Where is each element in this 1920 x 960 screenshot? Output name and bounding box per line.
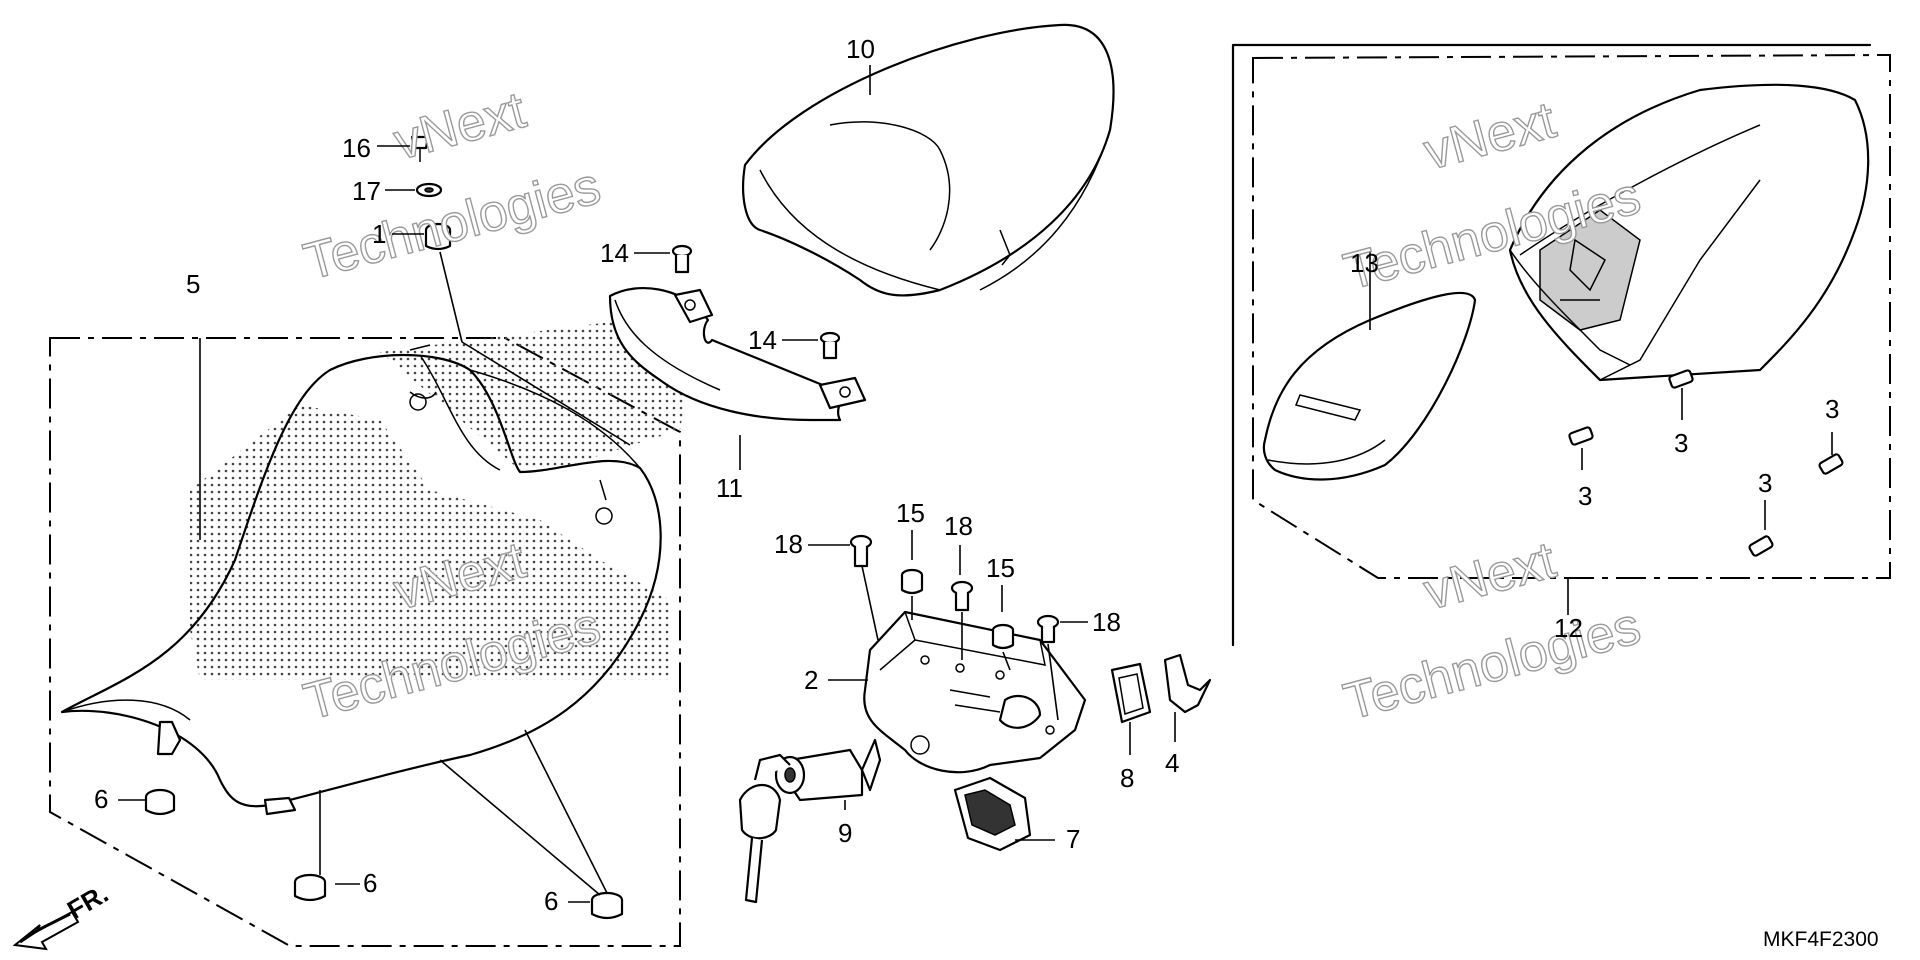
callout-17: 17	[352, 176, 381, 206]
watermark-line8: Technologies	[1338, 597, 1646, 732]
rubber-cushion-6a	[144, 788, 176, 816]
watermark-line7: vNext	[1418, 531, 1562, 622]
callout-15b: 15	[986, 553, 1015, 583]
callout-13: 13	[1350, 248, 1379, 278]
rubber-cushion-6b	[293, 873, 327, 902]
front-direction-indicator: FR.	[12, 878, 113, 951]
callout-6b: 6	[363, 868, 377, 898]
rear-seat-cowl	[742, 23, 1115, 297]
bolt-18c	[1036, 614, 1060, 644]
bolt-18a	[849, 534, 873, 568]
rubber-3c	[1818, 453, 1844, 475]
rubber-3b	[1568, 426, 1594, 446]
callout-5: 5	[186, 269, 200, 299]
callout-3d: 3	[1758, 468, 1772, 498]
callout-15a: 15	[896, 498, 925, 528]
callout-9: 9	[838, 818, 852, 848]
watermark-line5: vNext	[1418, 91, 1562, 182]
callout-3b: 3	[1674, 428, 1688, 458]
front-arrow-icon	[12, 910, 80, 951]
callout-10: 10	[846, 34, 875, 64]
kit-frame	[1231, 43, 1872, 647]
collar-15a	[900, 568, 924, 595]
callout-3a: 3	[1578, 481, 1592, 511]
gasket-8	[1110, 662, 1152, 755]
bolt-14a	[671, 244, 693, 274]
seat-latch-7	[953, 776, 1055, 852]
seat-lock-group	[738, 534, 1212, 904]
callout-14a: 14	[600, 238, 629, 268]
under-seat-panel	[380, 322, 690, 470]
honda-logo-print	[190, 405, 670, 680]
callout-4: 4	[1165, 748, 1179, 778]
callout-1: 1	[372, 219, 386, 249]
callout-11: 11	[716, 473, 743, 503]
seat-pad-13	[1262, 291, 1477, 481]
callout-16: 16	[342, 133, 371, 163]
callout-8: 8	[1120, 763, 1134, 793]
rubber-3d	[1748, 535, 1774, 557]
callout-18c: 18	[1092, 607, 1121, 637]
screw-16	[410, 135, 430, 150]
rear-cowl	[1508, 83, 1870, 382]
callouts: 16 17 1 5 6 6 6 10 14 14 11 18 15 18 15 …	[94, 34, 1839, 916]
watermark-line1: vNext	[388, 81, 532, 172]
label-leaders	[118, 65, 1088, 903]
callout-2: 2	[804, 665, 818, 695]
callout-12: 12	[1554, 613, 1583, 643]
rubber-3a	[1668, 369, 1694, 389]
fastener-stack	[410, 135, 631, 446]
callout-6a: 6	[94, 784, 108, 814]
clip-4	[1163, 653, 1212, 742]
kit-outline	[1252, 53, 1891, 579]
seat-lock-bracket-2	[863, 610, 1087, 774]
collar-15b	[991, 623, 1015, 650]
bolt-18b	[950, 580, 974, 612]
callout-6c: 6	[544, 886, 558, 916]
callout-14b: 14	[748, 325, 777, 355]
seat-strap-group	[608, 244, 867, 470]
part-code: MKF4F2300	[1763, 928, 1879, 951]
front-seat	[60, 353, 662, 808]
single-seat-cowl-kit	[1231, 43, 1891, 647]
bolt-14b	[819, 331, 841, 360]
callout-7: 7	[1066, 824, 1080, 854]
seat-cowl-10	[742, 23, 1115, 297]
callout-18b: 18	[944, 511, 973, 541]
rubber-cushion-6c	[590, 891, 624, 920]
front-seat-group	[49, 322, 690, 947]
callout-3c: 3	[1825, 394, 1839, 424]
callout-18a: 18	[774, 529, 803, 559]
key-cylinder-9	[738, 738, 882, 904]
watermark-line2: Technologies	[298, 157, 606, 292]
collar-1	[424, 222, 452, 251]
